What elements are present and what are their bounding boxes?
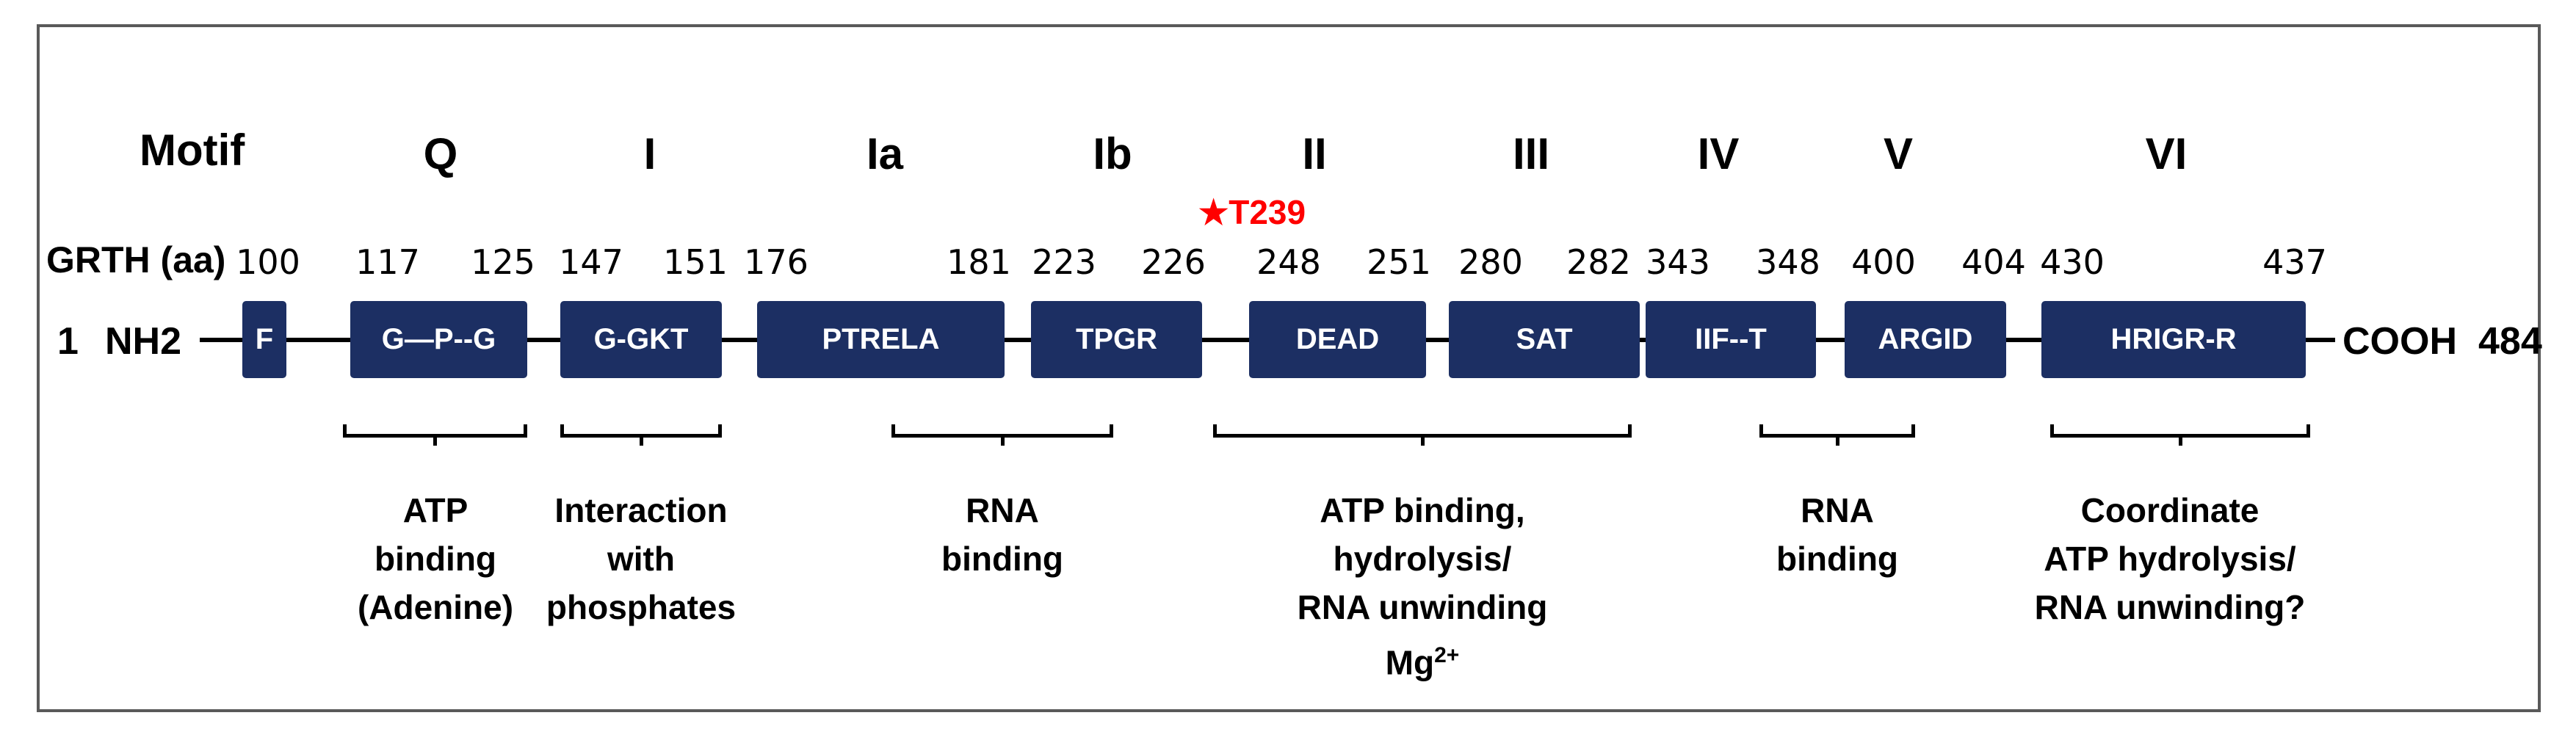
function-line: Interaction — [554, 491, 728, 529]
mutation-label: T239 — [1229, 193, 1306, 231]
end-position: 125 — [471, 242, 535, 282]
domain-box: PTRELA — [757, 301, 1005, 378]
bracket — [1213, 424, 1632, 446]
function-line: ATP binding, — [1320, 491, 1525, 529]
domain-box: G-GKT — [560, 301, 722, 378]
function-line: binding — [1776, 540, 1899, 578]
motif-label: IV — [1697, 129, 1740, 178]
function-line: RNA unwinding — [1297, 588, 1548, 626]
domain-label: G—P--G — [381, 323, 496, 355]
end-position: 348 — [1756, 242, 1820, 282]
motif-header: Motif — [140, 126, 245, 175]
start-position: 176 — [744, 242, 808, 282]
c-terminus-label: COOH — [2342, 320, 2457, 363]
function-line: RNA — [966, 491, 1039, 529]
function-label: Interaction with phosphates — [546, 486, 736, 631]
end-position: 282 — [1566, 242, 1631, 282]
domain-label: PTRELA — [822, 323, 940, 355]
domain-label: G-GKT — [593, 323, 689, 355]
end-position: 181 — [947, 242, 1011, 282]
start-position: 248 — [1256, 242, 1321, 282]
n-terminus-label: NH2 — [105, 320, 182, 363]
bracket — [343, 424, 527, 446]
motif-label: Q — [423, 129, 458, 178]
function-label: RNA binding — [941, 486, 1063, 583]
domain-label: F — [255, 323, 274, 355]
function-line: ATP hydrolysis/ — [2044, 540, 2296, 578]
motif-label: Ib — [1093, 129, 1132, 178]
mutation-marker: ★T239 — [1198, 192, 1306, 232]
bracket — [1759, 424, 1915, 446]
magnesium-ion-label: Mg2+ — [1298, 631, 1548, 686]
domain-box: G—P--G — [350, 301, 527, 378]
start-position: 117 — [355, 242, 420, 282]
motif-label: Ia — [866, 129, 904, 178]
domain-label: SAT — [1516, 323, 1573, 355]
function-line: with — [607, 540, 675, 578]
start-position: 100 — [236, 242, 300, 282]
end-position: 226 — [1141, 242, 1206, 282]
motif-label: III — [1512, 129, 1550, 178]
domain-label: IIF--T — [1695, 323, 1767, 355]
end-position: 151 — [663, 242, 728, 282]
function-line: phosphates — [546, 588, 737, 626]
motif-label: II — [1302, 129, 1327, 178]
start-position: 430 — [2040, 242, 2105, 282]
end-residue-label: 484 — [2478, 320, 2542, 363]
start-position: 280 — [1458, 242, 1523, 282]
start-position: 400 — [1851, 242, 1916, 282]
motif-label: V — [1883, 129, 1914, 178]
end-position: 404 — [1961, 242, 2026, 282]
function-line: RNA — [1801, 491, 1874, 529]
function-line: hydrolysis/ — [1333, 540, 1512, 578]
function-line: ATP — [402, 491, 468, 529]
domain-label: HRIGR-R — [2110, 323, 2237, 355]
grth-aa-header: GRTH (aa) — [46, 239, 226, 280]
domain-box: HRIGR-R — [2041, 301, 2306, 378]
ion-charge: 2+ — [1434, 643, 1460, 667]
start-position: 343 — [1646, 242, 1710, 282]
end-position: 251 — [1367, 242, 1431, 282]
function-line: (Adenine) — [357, 588, 514, 626]
function-line: RNA unwinding? — [2034, 588, 2306, 626]
domain-box: SAT — [1449, 301, 1640, 378]
domain-label: TPGR — [1075, 323, 1158, 355]
figure-frame — [37, 24, 2541, 712]
function-line: Coordinate — [2080, 491, 2260, 529]
bracket — [891, 424, 1113, 446]
domain-box: ARGID — [1845, 301, 2006, 378]
star-icon: ★ — [1198, 193, 1229, 231]
start-position: 223 — [1032, 242, 1096, 282]
domain-box: DEAD — [1249, 301, 1426, 378]
domain-box: IIF--T — [1646, 301, 1816, 378]
motif-label: I — [643, 129, 656, 178]
function-line: binding — [374, 540, 497, 578]
domain-box: TPGR — [1031, 301, 1202, 378]
function-label: RNA binding — [1776, 486, 1898, 583]
motif-label: VI — [2145, 129, 2188, 178]
start-position: 147 — [559, 242, 623, 282]
function-line: binding — [941, 540, 1064, 578]
domain-label: ARGID — [1878, 323, 1973, 355]
start-residue-label: 1 — [57, 320, 79, 363]
bracket — [2050, 424, 2310, 446]
ion-symbol: Mg — [1385, 643, 1435, 682]
domain-label: DEAD — [1295, 323, 1380, 355]
domain-box: F — [242, 301, 286, 378]
end-position: 437 — [2262, 242, 2327, 282]
function-label: ATP binding (Adenine) — [358, 486, 513, 631]
bracket — [560, 424, 722, 446]
